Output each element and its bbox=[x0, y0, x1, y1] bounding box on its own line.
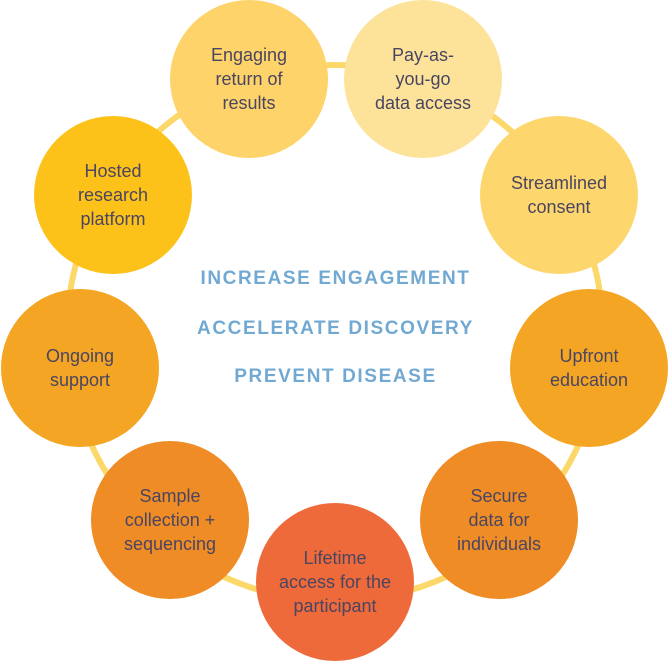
node-lifetime-access: Lifetime access for the participant bbox=[256, 503, 414, 661]
center-line-disease: PREVENT DISEASE bbox=[234, 366, 437, 387]
node-return-of-results: Engaging return of results bbox=[170, 0, 328, 158]
center-line-discovery: ACCELERATE DISCOVERY bbox=[197, 318, 474, 339]
node-secure-data: Secure data for individuals bbox=[420, 441, 578, 599]
node-upfront-education: Upfront education bbox=[510, 289, 668, 447]
node-streamlined-consent: Streamlined consent bbox=[480, 116, 638, 274]
node-ongoing-support: Ongoing support bbox=[1, 289, 159, 447]
center-line-engagement: INCREASE ENGAGEMENT bbox=[200, 268, 471, 289]
node-pay-as-you-go: Pay-as- you-go data access bbox=[344, 0, 502, 158]
node-hosted-platform: Hosted research platform bbox=[34, 116, 192, 274]
node-sample-collection: Sample collection + sequencing bbox=[91, 441, 249, 599]
